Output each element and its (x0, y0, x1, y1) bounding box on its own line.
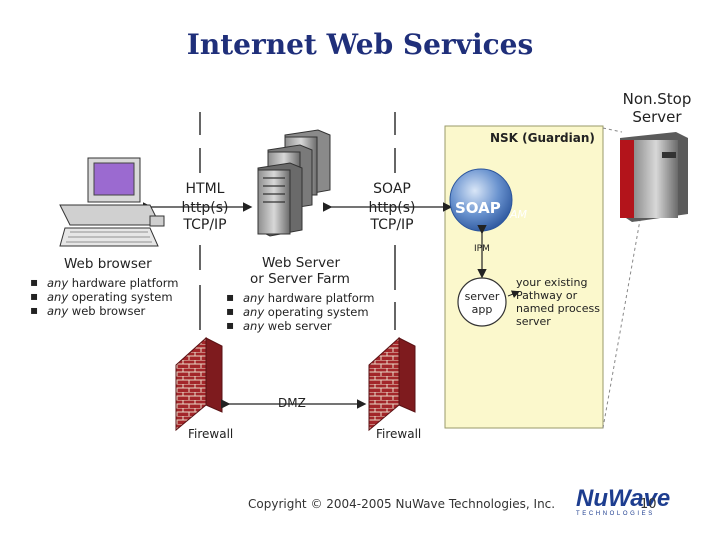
server-bullet-list: any hardware platform any operating syst… (226, 290, 375, 333)
nsk-label: NSK (Guardian) (490, 131, 595, 145)
server-bullet-em: any (243, 319, 265, 333)
browser-bullet-rest: web browser (68, 304, 146, 318)
browser-bullet-list: any hardware platform any operating syst… (30, 275, 179, 318)
desktop-computer (59, 157, 165, 247)
left-proto-line1: HTML (185, 181, 225, 197)
left-firewall-wall (175, 336, 223, 432)
copyright-footer: Copyright © 2004-2005 NuWave Technologie… (248, 497, 556, 511)
existing-line3: named process (516, 302, 600, 315)
browser-bullet-em: any (47, 276, 69, 290)
nonstop-label-line2: Server (632, 108, 682, 126)
right-firewall-wall (368, 336, 416, 432)
browser-bullet-rest: hardware platform (68, 276, 179, 290)
dmz-label: DMZ (278, 396, 306, 410)
right-proto-line2: http(s) (368, 200, 416, 216)
existing-server-label: your existing Pathway or named process s… (516, 276, 600, 328)
app-to-existing-arrow (507, 290, 520, 298)
logo-wave: Wave (608, 485, 671, 512)
server-app-circle (457, 277, 507, 327)
web-server-title: Web Server or Server Farm (250, 255, 350, 287)
server-bullet-2: any web server (226, 318, 375, 333)
server-bullet-em: any (243, 305, 265, 319)
ipm-label: IPM (474, 244, 490, 254)
server-bullet-rest: operating system (264, 305, 369, 319)
page-number: 10 (640, 497, 657, 512)
nsk-connector (602, 127, 641, 429)
web-browser-title: Web browser (64, 256, 152, 272)
browser-bullet-rest: operating system (68, 290, 173, 304)
browser-bullet-1: any operating system (30, 289, 179, 304)
logo-subtitle: TECHNOLOGIES (576, 511, 655, 517)
browser-bullet-0: any hardware platform (30, 275, 179, 290)
nonstop-server-cabinet (620, 132, 688, 222)
server-bullet-1: any operating system (226, 304, 375, 319)
soap-text: SOAP (455, 199, 501, 217)
server-bullet-0: any hardware platform (226, 290, 375, 305)
server-farm-towers (257, 129, 331, 237)
web-server-title-line2: or Server Farm (250, 271, 350, 287)
logo-nu: Nu (576, 485, 608, 512)
existing-line1: your existing (516, 276, 588, 289)
right-protocol-label: SOAP http(s) TCP/IP (352, 181, 432, 234)
right-proto-line3: TCP/IP (370, 217, 414, 233)
left-proto-line3: TCP/IP (183, 217, 227, 233)
browser-bullet-em: any (47, 290, 69, 304)
browser-bullet-2: any web browser (30, 303, 179, 318)
server-bullet-em: any (243, 291, 265, 305)
nonstop-server-label: Non.Stop Server (612, 90, 702, 126)
server-app-line2: app (471, 303, 493, 316)
left-firewall-label: Firewall (188, 427, 234, 441)
server-app-label: server app (458, 290, 506, 316)
network-boundary-lines (199, 112, 396, 330)
server-app-line1: server (464, 290, 500, 303)
nonstop-label-line1: Non.Stop (622, 90, 692, 108)
web-server-title-line1: Web Server (262, 255, 340, 271)
browser-bullet-em: any (47, 304, 69, 318)
left-proto-line2: http(s) (181, 200, 229, 216)
am-text: AM (510, 208, 528, 221)
existing-line2: Pathway or (516, 289, 578, 302)
existing-line4: server (516, 315, 551, 328)
left-protocol-label: HTML http(s) TCP/IP (165, 181, 245, 234)
right-proto-line1: SOAP (373, 181, 411, 197)
right-firewall-label: Firewall (376, 427, 422, 441)
server-bullet-rest: web server (264, 319, 332, 333)
page-title: Internet Web Services (186, 28, 534, 61)
nuwave-logo: NuWave TECHNOLOGIES (576, 485, 694, 518)
server-bullet-rest: hardware platform (264, 291, 375, 305)
